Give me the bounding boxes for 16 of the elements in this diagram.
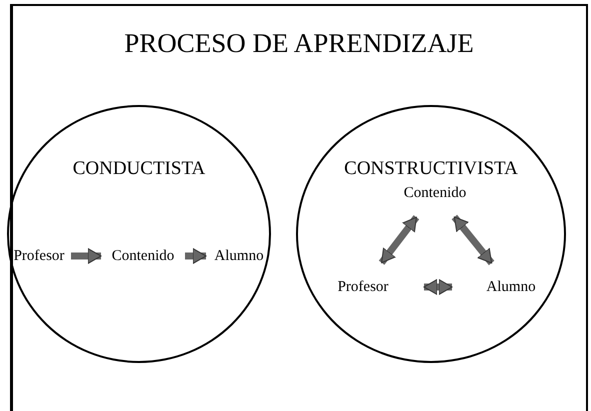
node-label: Alumno — [208, 246, 270, 266]
node-label: Alumno — [478, 277, 544, 297]
block-arrow — [424, 279, 452, 295]
node-label: Contenido — [390, 183, 480, 203]
circle — [296, 105, 566, 363]
node-label: Profesor — [328, 277, 398, 297]
circle — [7, 105, 271, 363]
circle-heading: CONSTRUCTIVISTA — [343, 159, 519, 178]
block-arrow — [71, 248, 102, 264]
node-label: Contenido — [103, 246, 183, 266]
title: PROCESO DE APRENDIZAJE — [123, 30, 475, 57]
block-arrow — [378, 215, 420, 265]
block-arrow — [452, 214, 494, 266]
block-arrow — [185, 248, 206, 264]
circle-heading: CONDUCTISTA — [72, 159, 206, 178]
node-label: Profesor — [9, 246, 69, 266]
